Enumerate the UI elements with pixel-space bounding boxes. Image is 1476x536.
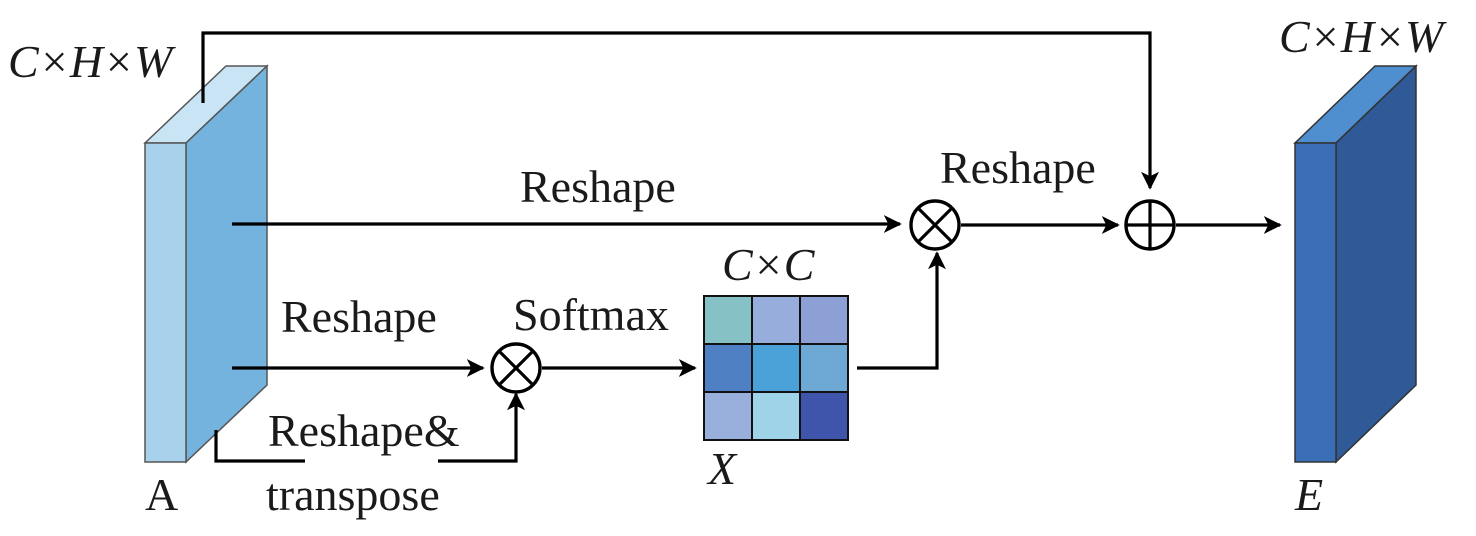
reshape-transpose-arrow [438,392,525,463]
attention-cell-2-1 [751,391,801,441]
skip-connection-arrow [201,31,1159,190]
attention-cell-1-1 [751,343,801,393]
tensor-e-front-face [1294,142,1337,463]
tensor-e-dims: C×H×W [1279,11,1447,62]
tensor-a-front-face [144,142,187,463]
tensor-a-dims: C×H×W [8,36,176,87]
attention-cell-2-0 [703,391,753,441]
attention-cell-0-0 [703,295,753,345]
attention-map-grid [703,295,849,441]
tensor-e [1293,64,1418,464]
attention-cell-1-2 [799,343,849,393]
reshape-transpose-label-line1: Reshape& [268,405,460,456]
reshape-transpose-label-line2: transpose [266,469,440,520]
attention-map-dims: C×C [722,239,816,290]
multiply-operator-1 [490,342,542,394]
attention-cell-2-2 [799,391,849,441]
reshape-out-label: Reshape [940,142,1096,193]
add-operator [1124,199,1176,251]
reshape-transpose-line-left [214,430,305,463]
tensor-a-label: A [145,469,178,520]
multiply-operator-2 [909,199,961,251]
tensor-a [143,64,269,464]
attention-cell-1-0 [703,343,753,393]
reshape-mid-label: Reshape [281,291,437,342]
attention-cell-0-1 [751,295,801,345]
reshape-top-label: Reshape [520,161,676,212]
tensor-e-label: E [1294,469,1323,520]
attention-to-multiply-arrow [857,251,946,370]
attention-map-label: X [706,443,738,494]
attention-cell-0-2 [799,295,849,345]
softmax-label: Softmax [513,289,669,340]
